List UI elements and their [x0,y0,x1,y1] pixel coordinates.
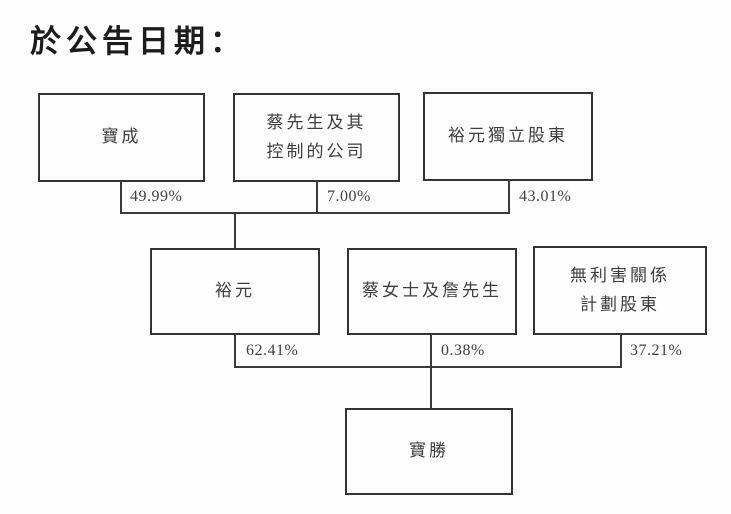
node-label: 寶成 [101,127,142,147]
node-mr-tsai-and-controlled-companies: 蔡先生及其 控制的公司 [233,93,400,182]
ownership-pct-mr-tsai: 7.00% [327,188,371,205]
node-disinterested-scheme-shareholders: 無利害關係 計劃股東 [533,246,707,335]
node-yue-yuen-independent-shareholders: 裕元獨立股東 [423,92,593,181]
connector-stub-yue-yuen [234,333,236,368]
connector-stub-mr-tsai [316,180,318,214]
node-label: 裕元 [215,281,255,301]
ownership-pct-ms-tsai: 0.38% [441,342,485,359]
node-pou-chen: 寶成 [38,93,205,182]
ownership-pct-scheme-shareholders: 37.21% [630,342,683,359]
connector-stub-pou-chen [120,180,122,214]
ownership-pct-pou-chen: 49.99% [130,188,183,205]
node-label: 無利害關係 計劃股東 [570,265,670,314]
node-ms-tsai-and-mr-chan: 蔡女士及詹先生 [347,248,517,335]
ownership-pct-yue-yuen: 62.41% [246,342,299,359]
connector-drop-to-yue-yuen [234,212,236,250]
node-label: 蔡先生及其 控制的公司 [266,112,367,161]
node-pou-sheng: 寶勝 [345,408,513,495]
connector-bus-level1 [120,212,510,214]
page-title: 於公告日期： [30,24,246,59]
connector-stub-ms-tsai [430,333,432,368]
node-label: 寶勝 [409,441,449,461]
node-label: 蔡女士及詹先生 [362,281,502,301]
node-yue-yuen: 裕元 [150,248,320,335]
connector-stub-yy-independent [508,179,510,214]
node-label: 裕元獨立股東 [448,126,568,146]
connector-stub-scheme-shareholders [620,333,622,368]
connector-bus-level2 [234,366,622,368]
connector-drop-to-pou-sheng [430,366,432,408]
ownership-pct-yy-independent: 43.01% [519,188,572,205]
